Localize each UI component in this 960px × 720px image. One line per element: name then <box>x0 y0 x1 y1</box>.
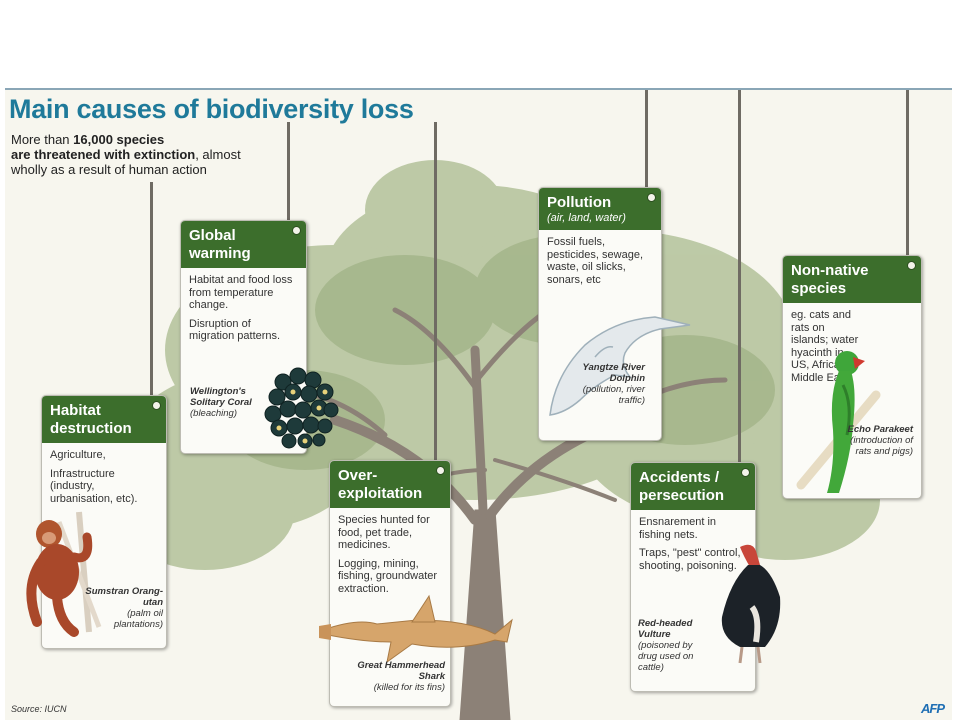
hole-icon <box>647 193 656 202</box>
card-header: Habitat destruction <box>42 396 166 443</box>
hole-icon <box>152 401 161 410</box>
card-habitat-destruction: Habitat destruction Agriculture, Infrast… <box>41 395 167 649</box>
card-body: Fossil fuels, pesticides, sewage, waste,… <box>547 236 643 286</box>
card-body: Ensnarement in fishing nets. Traps, "pes… <box>639 516 741 572</box>
card-body: Habitat and food loss from temperature c… <box>189 274 293 342</box>
shark-illustration <box>319 594 513 664</box>
card-non-native-species: Non-native species eg. cats and rats on … <box>782 255 922 499</box>
vulture-illustration <box>721 544 781 664</box>
card-header: Global warming <box>181 221 306 268</box>
caption-coral: Wellington's Solitary Coral (bleaching) <box>190 386 252 419</box>
string-habitat <box>150 182 153 398</box>
hole-icon <box>292 226 301 235</box>
card-body: Agriculture, Infrastructure (industry, u… <box>50 449 138 505</box>
card-header: Accidents / persecution <box>631 463 755 510</box>
dolphin-illustration <box>549 316 691 416</box>
intro-text: More than 16,000 species are threatened … <box>11 132 241 177</box>
caption-dolphin: Yangtze River Dolphin (pollution, river … <box>582 362 645 406</box>
card-over-exploitation: Over-exploitation Species hunted for foo… <box>329 460 451 707</box>
card-header: Over-exploitation <box>330 461 450 508</box>
orangutan-illustration <box>26 511 102 637</box>
caption-orangutan: Sumstran Orang-utan (palm oil plantation… <box>85 586 163 630</box>
string-pollution <box>645 90 648 190</box>
card-header: Pollution (air, land, water) <box>539 188 661 230</box>
caption-shark: Great Hammerhead Shark (killed for its f… <box>357 660 445 693</box>
caption-vulture: Red-headed Vulture (poisoned by drug use… <box>638 618 694 673</box>
string-nonnative <box>906 90 909 258</box>
afp-logo: AFP <box>921 701 945 716</box>
card-accidents-persecution: Accidents / persecution Ensnarement in f… <box>630 462 756 692</box>
string-warming <box>287 122 290 230</box>
string-overexploitation <box>434 122 437 462</box>
coral-illustration <box>264 367 339 449</box>
infographic: Main causes of biodiversity loss More th… <box>5 88 952 720</box>
hole-icon <box>741 468 750 477</box>
hole-icon <box>436 466 445 475</box>
page-title: Main causes of biodiversity loss <box>9 94 414 124</box>
string-accidents <box>738 90 741 465</box>
card-header: Non-native species <box>783 256 921 303</box>
card-body: eg. cats and rats on islands; water hyac… <box>791 309 859 384</box>
parakeet-illustration <box>796 351 881 493</box>
source-credit: Source: IUCN <box>11 704 67 714</box>
caption-parakeet: Echo Parakeet (introduction of rats and … <box>847 424 913 457</box>
hole-icon <box>907 261 916 270</box>
card-body: Species hunted for food, pet trade, medi… <box>338 514 438 595</box>
card-pollution: Pollution (air, land, water) Fossil fuel… <box>538 187 662 441</box>
